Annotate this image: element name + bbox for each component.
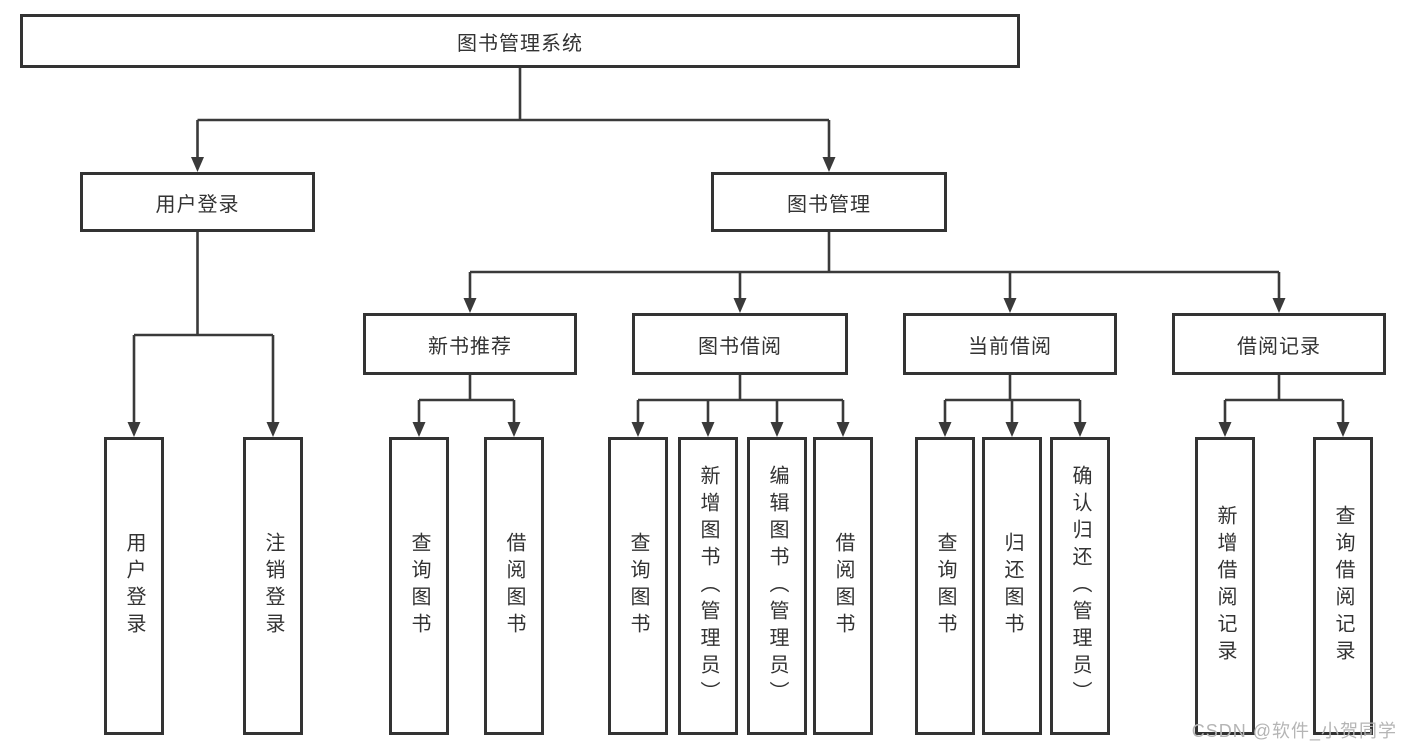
leaf-query-borrow-record: 查询借阅记录: [1313, 437, 1373, 735]
node-current-borrowing: 当前借阅: [903, 313, 1117, 375]
node-label: 图书借阅: [698, 335, 782, 358]
leaf-query-books-recommend: 查询图书: [389, 437, 449, 735]
leaf-user-login: 用户登录: [104, 437, 164, 735]
node-label: 当前借阅: [968, 335, 1052, 358]
arrowhead-down-icon: [770, 422, 784, 437]
leaf-add-borrow-record: 新增借阅记录: [1195, 437, 1255, 735]
node-label: 新增图书（管理员）: [697, 464, 719, 708]
arrowhead-down-icon: [1272, 298, 1286, 313]
node-label: 查询借阅记录: [1332, 505, 1354, 667]
node-book-borrowing: 图书借阅: [632, 313, 848, 375]
node-label: 用户登录: [155, 193, 240, 216]
arrowhead-down-icon: [1336, 422, 1350, 437]
arrowhead-down-icon: [1218, 422, 1232, 437]
leaf-query-books-borrowing: 查询图书: [608, 437, 668, 735]
node-book-management: 图书管理: [711, 172, 947, 232]
node-label: 新书推荐: [428, 335, 512, 358]
leaf-confirm-return-admin: 确认归还（管理员）: [1050, 437, 1110, 735]
arrowhead-down-icon: [822, 157, 836, 172]
arrowhead-down-icon: [836, 422, 850, 437]
node-label: 归还图书: [1001, 532, 1023, 640]
node-label: 查询图书: [408, 532, 430, 640]
node-label: 用户登录: [123, 532, 145, 640]
arrowhead-down-icon: [701, 422, 715, 437]
arrowhead-down-icon: [266, 422, 280, 437]
node-label: 查询图书: [934, 532, 956, 640]
node-label: 编辑图书（管理员）: [766, 464, 788, 708]
arrowhead-down-icon: [507, 422, 521, 437]
connector-current-to-leaves: [938, 375, 1087, 437]
node-label: 新增借阅记录: [1214, 505, 1236, 667]
arrowhead-down-icon: [412, 422, 426, 437]
arrowhead-down-icon: [1005, 422, 1019, 437]
arrowhead-down-icon: [1073, 422, 1087, 437]
connector-book-mgmt-to-level3: [463, 232, 1286, 313]
leaf-borrow-books-recommend: 借阅图书: [484, 437, 544, 735]
leaf-add-books-admin: 新增图书（管理员）: [678, 437, 738, 735]
connector-borrowing-to-leaves: [631, 375, 850, 437]
node-label: 图书管理系统: [457, 32, 583, 55]
connector-records-to-leaves: [1218, 375, 1350, 437]
node-label: 借阅图书: [503, 532, 525, 640]
leaf-query-books-current: 查询图书: [915, 437, 975, 735]
node-label: 借阅图书: [832, 532, 854, 640]
leaf-edit-books-admin: 编辑图书（管理员）: [747, 437, 807, 735]
node-borrowing-records: 借阅记录: [1172, 313, 1386, 375]
arrowhead-down-icon: [733, 298, 747, 313]
node-user-login: 用户登录: [80, 172, 315, 232]
leaf-return-books: 归还图书: [982, 437, 1042, 735]
node-new-book-recommend: 新书推荐: [363, 313, 577, 375]
node-label: 图书管理: [787, 193, 871, 216]
node-label: 确认归还（管理员）: [1069, 464, 1091, 708]
node-label: 注销登录: [262, 532, 284, 640]
node-label: 查询图书: [627, 532, 649, 640]
arrowhead-down-icon: [631, 422, 645, 437]
connector-root-to-level2: [191, 68, 836, 172]
connector-user-login-to-leaves: [127, 232, 280, 437]
csdn-watermark: CSDN @软件_小贺同学: [1191, 721, 1397, 741]
arrowhead-down-icon: [191, 157, 204, 172]
arrowhead-down-icon: [938, 422, 952, 437]
arrowhead-down-icon: [463, 298, 477, 313]
connector-new-rec-to-leaves: [412, 375, 521, 437]
node-label: 借阅记录: [1237, 335, 1321, 358]
arrowhead-down-icon: [127, 422, 141, 437]
leaf-borrow-books-borrowing: 借阅图书: [813, 437, 873, 735]
node-root: 图书管理系统: [20, 14, 1020, 68]
leaf-logout: 注销登录: [243, 437, 303, 735]
arrowhead-down-icon: [1003, 298, 1017, 313]
